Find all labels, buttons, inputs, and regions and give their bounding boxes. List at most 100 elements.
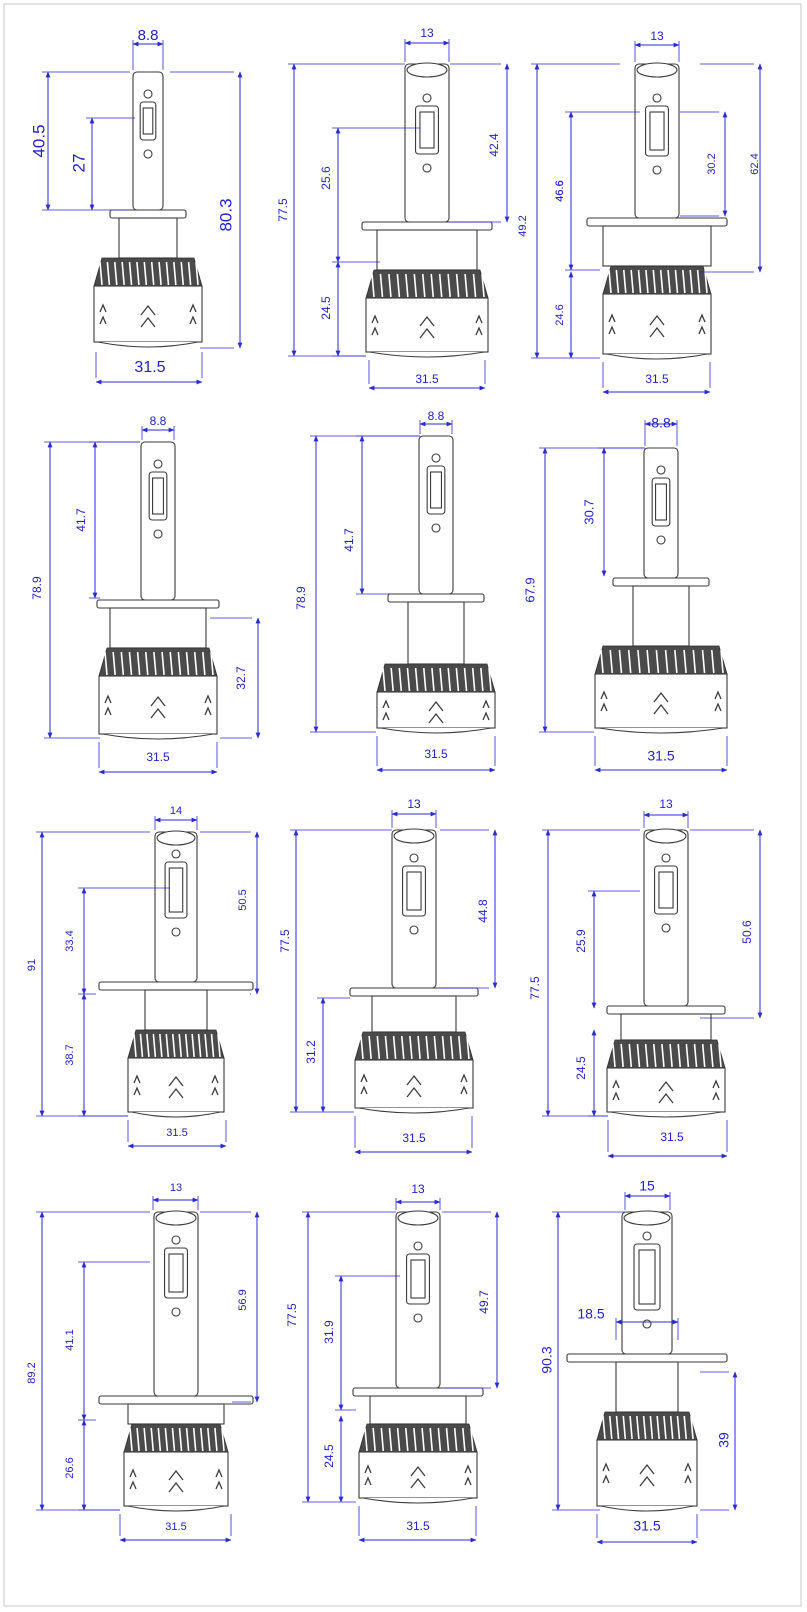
heatsink-body xyxy=(123,1451,229,1507)
chevron-mark xyxy=(419,315,435,327)
fin-gap xyxy=(178,1033,183,1058)
mount-hole xyxy=(661,853,671,863)
base-collar xyxy=(620,1013,712,1041)
fin-gap xyxy=(449,1035,454,1060)
fin-gap xyxy=(470,1427,474,1452)
fin-gap xyxy=(178,1427,183,1452)
bulb-5-drawing: 8.878.941.731.5 xyxy=(294,409,496,773)
fin-gap xyxy=(153,651,157,676)
fin-gap xyxy=(191,1033,195,1058)
chevron-mark xyxy=(475,314,483,324)
mount-hole xyxy=(153,459,163,469)
fin-gap xyxy=(417,1035,421,1060)
fin-gap xyxy=(184,1033,189,1058)
chevron-mark xyxy=(608,325,616,335)
fin-gap xyxy=(379,273,384,298)
fin-gap xyxy=(382,667,386,692)
fin-gap xyxy=(642,1415,647,1440)
base-collar xyxy=(376,229,478,271)
fin-gap xyxy=(682,269,686,294)
fin-gap xyxy=(396,273,401,298)
fin-gap xyxy=(187,261,192,286)
fin-gap xyxy=(618,649,623,674)
chevron-mark xyxy=(714,690,722,700)
base-cap xyxy=(358,1107,470,1114)
fin-gap xyxy=(217,1033,221,1058)
mount-hole xyxy=(431,453,441,463)
fin-gap xyxy=(636,1415,640,1440)
dimension-label: 31.2 xyxy=(304,1040,318,1064)
led-chip-window xyxy=(655,483,667,521)
heatsink-fins xyxy=(93,257,203,287)
fin-gap xyxy=(171,1427,176,1452)
dimension-label: 13 xyxy=(407,797,421,811)
dimension-label: 32.7 xyxy=(234,666,248,690)
led-chip-window xyxy=(658,871,674,909)
fin-gap xyxy=(158,261,162,286)
fin-gap xyxy=(195,261,199,286)
fin-gap xyxy=(159,1033,163,1058)
base-cap xyxy=(598,727,724,734)
dimension-label: 8.8 xyxy=(428,409,445,423)
chevron-mark xyxy=(712,1079,720,1089)
fin-gap xyxy=(120,651,125,676)
led-chip-window xyxy=(168,867,184,913)
lens-cap xyxy=(393,828,435,844)
base-collar xyxy=(127,1403,225,1425)
heatsink-fins xyxy=(606,1039,726,1069)
fin-gap xyxy=(368,1035,372,1060)
dimension-label: 8.8 xyxy=(138,27,159,44)
fin-gap xyxy=(652,1043,657,1068)
fin-gap xyxy=(663,1415,667,1440)
fin-gap xyxy=(128,651,133,676)
led-chip-window xyxy=(649,111,665,151)
chevron-mark xyxy=(168,1469,184,1481)
fin-gap xyxy=(143,261,148,286)
fin-gap xyxy=(210,1033,215,1058)
fin-gap xyxy=(637,649,641,674)
chevron-mark xyxy=(684,1462,692,1472)
fin-gap xyxy=(622,269,627,294)
fin-gap xyxy=(704,269,708,294)
fin-gap xyxy=(455,667,460,692)
chevron-mark xyxy=(612,1079,620,1089)
fin-gap xyxy=(164,1427,169,1452)
fin-gap xyxy=(425,1035,430,1060)
chevron-mark xyxy=(360,1073,368,1083)
mount-hole xyxy=(431,523,441,533)
base-collar xyxy=(144,989,208,1031)
chevron-mark xyxy=(360,1085,368,1095)
base-collar xyxy=(602,225,712,267)
fin-gap xyxy=(656,1415,660,1440)
fin-gap xyxy=(112,651,116,676)
mount-flange xyxy=(387,593,485,603)
fin-gap xyxy=(433,1035,438,1060)
chevron-mark xyxy=(189,303,197,313)
heatsink-body xyxy=(594,673,728,729)
fin-gap xyxy=(645,269,649,294)
fin-gap xyxy=(655,649,660,674)
fin-gap xyxy=(136,261,140,286)
base-cap xyxy=(362,1497,474,1504)
dimension-label: 31.9 xyxy=(322,1320,336,1344)
heatsink-body xyxy=(602,293,712,355)
chevron-mark xyxy=(482,699,490,709)
base-cap xyxy=(369,351,485,358)
fin-gap xyxy=(629,1415,633,1440)
fin-gap xyxy=(674,269,679,294)
fin-gap xyxy=(701,1043,706,1068)
fin-gap xyxy=(388,1427,393,1452)
base-collar xyxy=(371,995,457,1033)
heatsink-body xyxy=(93,285,203,343)
heatsink-body xyxy=(127,1057,225,1113)
bulb-4-drawing: 8.878.941.732.731.5 xyxy=(30,414,261,775)
chevron-mark xyxy=(464,1476,472,1486)
fin-gap xyxy=(400,1035,405,1060)
fin-gap xyxy=(207,1427,211,1452)
chevron-mark xyxy=(712,1091,720,1101)
fin-gap xyxy=(99,261,103,286)
fin-gap xyxy=(669,1043,673,1068)
fin-gap xyxy=(664,649,669,674)
